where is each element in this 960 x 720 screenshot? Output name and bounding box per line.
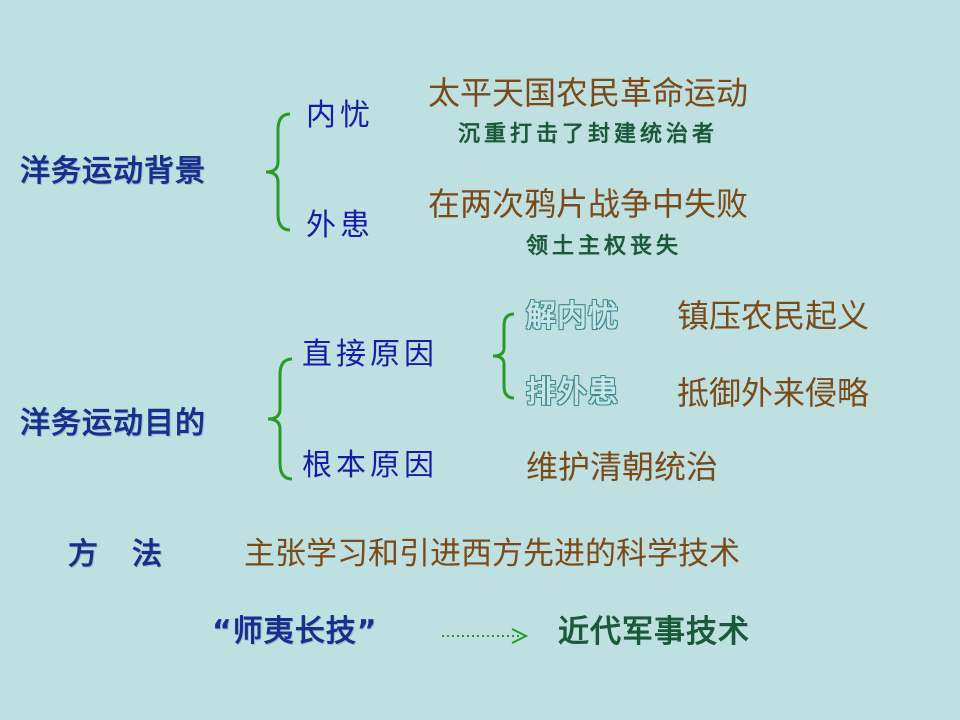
opium-war-event: 在两次鸦片战争中失败 (428, 185, 749, 223)
direct-cause-brace (492, 312, 515, 400)
internal-trouble-label: 内忧 (306, 98, 374, 133)
background-heading: 洋务运动背景 (20, 154, 206, 189)
method-content: 主张学习和引进西方先进的科学技术 (244, 536, 740, 572)
purpose-heading: 洋务运动目的 (20, 406, 206, 441)
background-brace (265, 112, 291, 232)
maintain-rule-text: 维护清朝统治 (526, 448, 719, 486)
opium-war-effect: 领土主权丧失 (526, 233, 683, 259)
taiping-event: 太平天国农民革命运动 (428, 74, 749, 112)
arrow-dotted-icon (442, 628, 529, 644)
external-threat-label: 外患 (306, 208, 374, 243)
root-cause-label: 根本原因 (302, 448, 438, 483)
resist-invasion-text: 抵御外来侵略 (677, 374, 870, 412)
slogan-label: “师夷长技” (212, 614, 378, 649)
direct-cause-label: 直接原因 (302, 337, 438, 372)
taiping-effect: 沉重打击了封建统治者 (458, 121, 719, 147)
resist-external-label: 排外患 (526, 375, 619, 410)
suppress-uprising-text: 镇压农民起义 (677, 297, 870, 335)
resolve-internal-label: 解内忧 (526, 299, 619, 334)
military-tech-text: 近代军事技术 (558, 614, 750, 650)
method-label: 方 法 (68, 537, 164, 572)
purpose-brace (267, 357, 293, 481)
